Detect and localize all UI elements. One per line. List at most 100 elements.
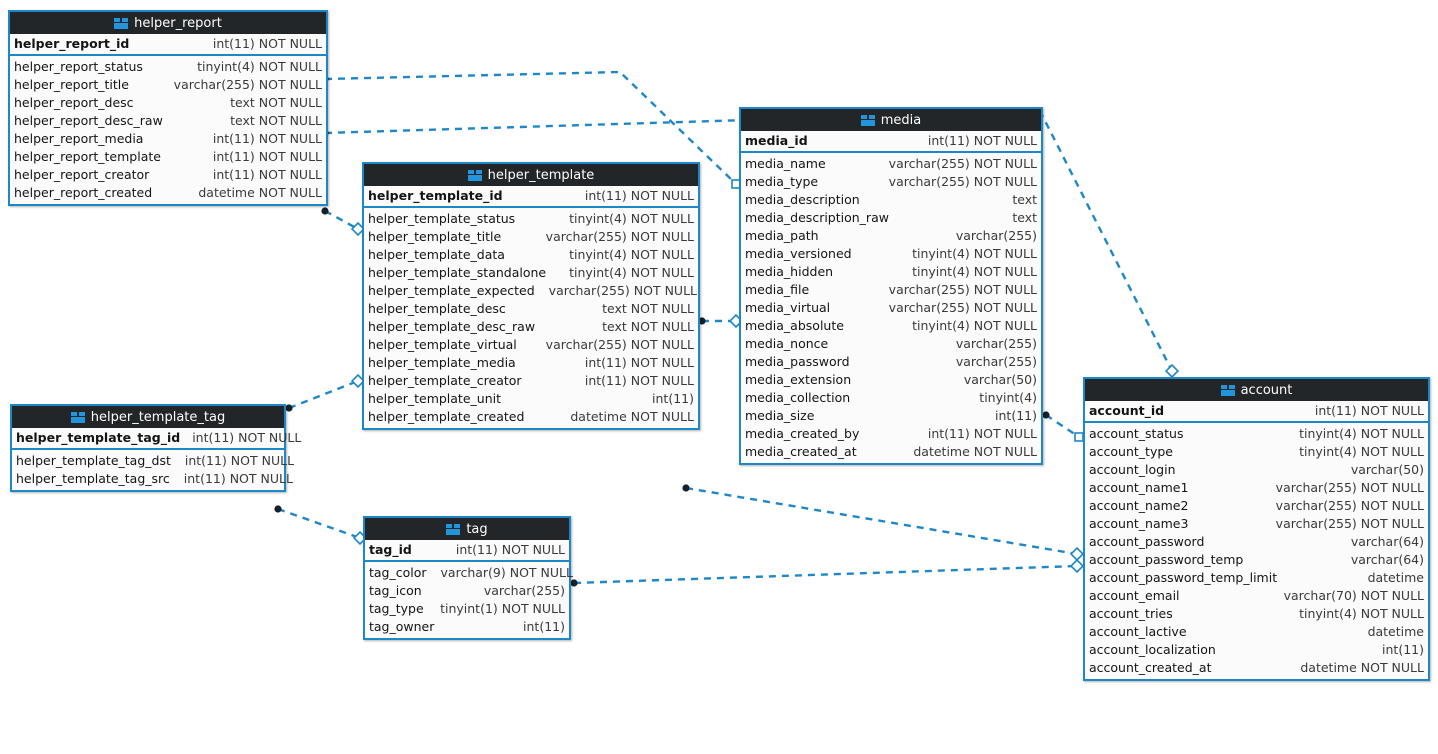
table-icon	[70, 411, 85, 423]
rel-media-account[interactable]	[1042, 411, 1084, 442]
rel-tmpltag-template[interactable]	[285, 373, 366, 412]
field-name: helper_template_id	[368, 188, 503, 203]
field-type: int(11) NOT NULL	[455, 542, 565, 557]
field-name: account_name1	[1089, 480, 1189, 495]
field-type: varchar(255) NOT NULL	[888, 300, 1037, 315]
field-type: int(11) NOT NULL	[192, 430, 302, 445]
field-name: media_created_at	[745, 444, 857, 459]
field-name: helper_template_created	[368, 409, 525, 424]
field-name: helper_template_desc	[368, 301, 506, 316]
field-name: media_versioned	[745, 246, 852, 261]
field-name: tag_icon	[369, 583, 422, 598]
field-name: account_lactive	[1089, 624, 1187, 639]
field-type: int(11) NOT NULL	[584, 355, 694, 370]
rel-tmpltag-tag[interactable]	[274, 505, 368, 546]
entity-title: account	[1240, 382, 1293, 398]
field-type: varchar(255) NOT NULL	[888, 156, 1037, 171]
field-type: int(11) NOT NULL	[927, 133, 1037, 148]
field-type: varchar(255) NOT NULL	[173, 77, 322, 92]
field-name: account_password_temp	[1089, 552, 1244, 567]
rel-template-account[interactable]	[682, 484, 1085, 562]
field-type: text	[1012, 210, 1037, 225]
field-type: tinyint(4) NOT NULL	[197, 59, 322, 74]
field-type: tinyint(4) NOT NULL	[1299, 426, 1424, 441]
field-name: helper_report_created	[14, 185, 153, 200]
field-type: tinyint(4) NOT NULL	[569, 265, 694, 280]
rel-tag-account[interactable]	[570, 558, 1085, 587]
rel-template-media[interactable]	[698, 313, 744, 329]
rel-report-template[interactable]	[321, 207, 366, 237]
